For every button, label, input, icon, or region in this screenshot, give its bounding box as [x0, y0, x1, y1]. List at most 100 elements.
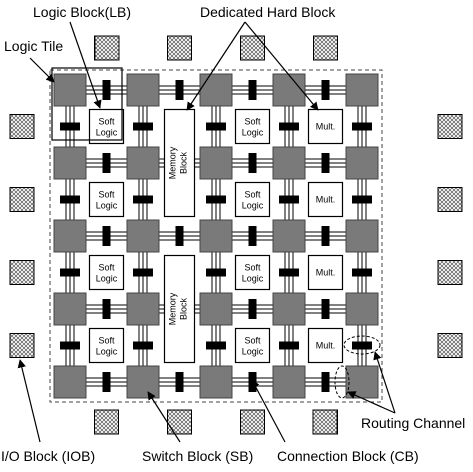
- connection-block: [133, 268, 153, 277]
- multiplier-block: [307, 108, 344, 145]
- connection-block: [248, 80, 257, 100]
- label-dedicated-hard-block: Dedicated Hard Block: [200, 4, 336, 20]
- connection-blocks: [60, 80, 372, 392]
- switch-block: [199, 219, 233, 253]
- switch-block: [126, 146, 160, 180]
- io-block-arrow: [17, 359, 41, 443]
- label-logic-block: Logic Block(LB): [33, 4, 131, 20]
- soft-logic-block: [88, 108, 125, 145]
- logic-block-arrow: [69, 21, 102, 109]
- soft-logic-text: Logic: [242, 201, 264, 211]
- connection-block: [321, 299, 330, 319]
- switch-block: [272, 73, 306, 107]
- connection-block: [321, 153, 330, 173]
- soft-logic-text: Logic: [96, 128, 118, 138]
- io-block: [9, 260, 35, 285]
- soft-logic-block: [234, 327, 271, 364]
- soft-logic-block: [234, 254, 271, 291]
- label-logic-tile: Logic Tile: [4, 38, 63, 54]
- io-block: [240, 409, 265, 435]
- logic-tile-arrow: [29, 57, 55, 83]
- connection-block: [133, 341, 153, 350]
- switch-block: [272, 219, 306, 253]
- label-connection-block: Connection Block (CB): [277, 448, 419, 464]
- connection-block: [60, 341, 80, 350]
- soft-logic-text: Soft: [244, 190, 261, 200]
- switch-block: [53, 73, 87, 107]
- soft-logic-text: Soft: [98, 190, 115, 200]
- io-block: [9, 333, 35, 358]
- switch-block: [126, 292, 160, 326]
- connection-block: [206, 268, 226, 277]
- switch-block: [126, 219, 160, 253]
- fabric-outline: [49, 69, 383, 403]
- soft-logic-text: Logic: [242, 274, 264, 284]
- io-block: [94, 409, 119, 435]
- soft-logic-text: Soft: [98, 263, 115, 273]
- io-block: [94, 35, 120, 61]
- connection-block: [352, 268, 372, 277]
- io-block: [437, 187, 463, 212]
- connection-block: [352, 341, 372, 350]
- routing-channel-ellipse: [334, 365, 350, 399]
- soft-logic-text: Soft: [244, 263, 261, 273]
- io-block: [9, 114, 35, 139]
- memory-text: Block: [179, 152, 189, 175]
- soft-logic-text: Logic: [242, 128, 264, 138]
- soft-logic-text: Logic: [96, 201, 118, 211]
- switch-block: [345, 146, 379, 180]
- switch-block: [199, 146, 233, 180]
- connection-block: [175, 372, 184, 392]
- multiplier-text: Mult.: [316, 122, 336, 132]
- soft-logic-text: Soft: [244, 336, 261, 346]
- connection-block: [60, 268, 80, 277]
- connection-block: [279, 268, 299, 277]
- connection-block: [206, 341, 226, 350]
- multiplier-text: Mult.: [316, 268, 336, 278]
- switch-block: [345, 219, 379, 253]
- connection-block: [102, 153, 111, 173]
- switch-block: [53, 219, 87, 253]
- soft-logic-block: [234, 108, 271, 145]
- io-block: [437, 114, 463, 139]
- switch-block: [53, 146, 87, 180]
- annotations: [17, 21, 396, 443]
- connection-block: [279, 122, 299, 131]
- label-io-block: I/O Block (IOB): [1, 448, 95, 464]
- soft-logic-block: [88, 254, 125, 291]
- hard-block-mult-arrow: [244, 21, 319, 111]
- soft-logic-text: Logic: [96, 274, 118, 284]
- routing-channel-ellipse: [343, 335, 381, 355]
- connection-block: [206, 195, 226, 204]
- connection-block: [248, 226, 257, 246]
- io-block: [240, 35, 265, 61]
- io-block: [437, 333, 463, 358]
- connection-block: [248, 153, 257, 173]
- switch-block: [199, 292, 233, 326]
- soft-logic-text: Soft: [98, 117, 115, 127]
- soft-logic-block: [88, 327, 125, 364]
- switch-block: [126, 365, 160, 399]
- routing-channel-arrow: [347, 391, 396, 414]
- switch-block: [199, 73, 233, 107]
- switch-block: [53, 292, 87, 326]
- switch-block-arrow: [147, 391, 181, 443]
- switch-block: [345, 292, 379, 326]
- connection-block: [133, 195, 153, 204]
- memory-text: Block: [179, 298, 189, 321]
- routing-channel-arrow: [373, 351, 396, 414]
- memory-block: [163, 108, 196, 218]
- io-blocks: [9, 35, 463, 435]
- switch-block: [345, 73, 379, 107]
- io-block: [313, 35, 338, 61]
- connection-block: [102, 299, 111, 319]
- multiplier-block: [307, 327, 344, 364]
- soft-logic-text: Logic: [242, 347, 264, 357]
- memory-text: Memory: [168, 146, 178, 179]
- io-block: [312, 409, 338, 435]
- soft-logic-text: Logic: [96, 347, 118, 357]
- multiplier-text: Mult.: [316, 341, 336, 351]
- io-block: [167, 35, 192, 61]
